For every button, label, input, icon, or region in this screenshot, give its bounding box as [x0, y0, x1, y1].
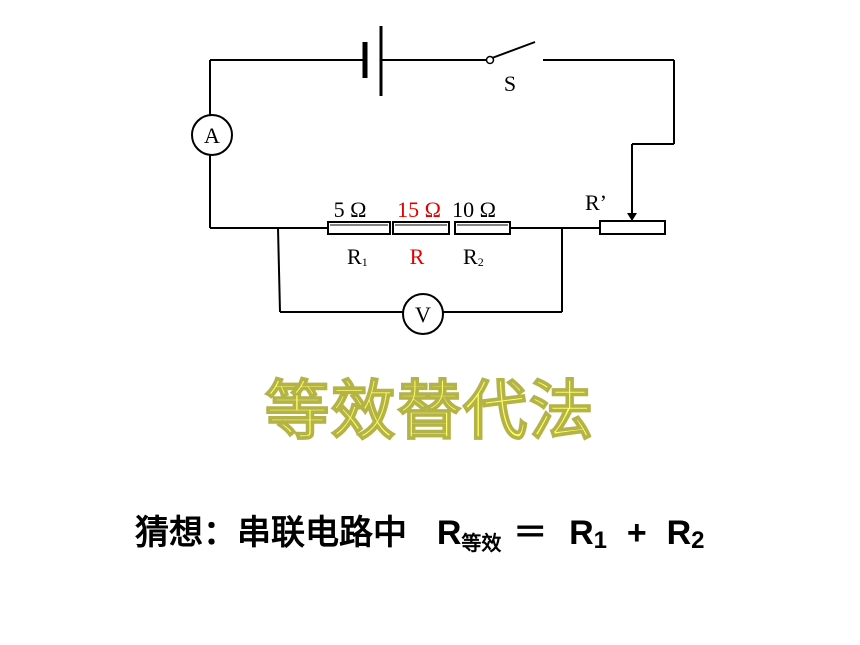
formula-r1-main: R — [569, 514, 594, 552]
formula-r2-sub: 2 — [691, 527, 705, 554]
switch-pivot — [485, 55, 495, 65]
resistor-r-box — [392, 221, 450, 235]
formula-plus: + — [626, 514, 647, 552]
formula-lhs-sub: 等效 — [461, 531, 502, 555]
resistor-r-name-main: R — [410, 244, 425, 269]
switch-label: S — [504, 71, 516, 96]
resistor-r1-name-sub: 1 — [362, 255, 368, 269]
switch-blade — [491, 41, 536, 59]
resistor-r2-box — [454, 221, 511, 235]
resistor-r2-value: 10 Ω — [452, 197, 496, 222]
conjecture-prefix: 猜想：串联电路中 — [135, 513, 407, 553]
ammeter-label: A — [204, 123, 220, 148]
resistor-r1-name-main: R — [347, 244, 362, 269]
formula-r2-main: R — [666, 514, 692, 552]
formula-equals: ＝ — [513, 513, 548, 553]
resistor-r1-box — [327, 221, 391, 235]
conjecture-formula: 猜想：串联电路中 R等效 ＝ R1 + R2 — [135, 505, 704, 556]
resistor-r1-value: 5 Ω — [334, 197, 367, 222]
resistor-r2-name-sub: 2 — [478, 255, 484, 269]
voltmeter-wire-left-up — [277, 227, 281, 313]
resistor-r1-name: R1 — [347, 244, 368, 269]
resistor-r-value: 15 Ω — [397, 197, 441, 222]
formula-lhs-main: R — [436, 514, 462, 552]
rheostat-slider-arrow — [627, 213, 637, 221]
formula-r1-sub: 1 — [593, 527, 608, 554]
formula-lhs: R等效 — [436, 514, 502, 555]
method-title: 等效替代法 — [264, 374, 595, 450]
formula-r1: R1 — [569, 514, 608, 554]
voltmeter-label: V — [415, 302, 431, 327]
voltmeter-circle — [402, 293, 444, 335]
ammeter-circle — [191, 114, 233, 156]
rheostat-label: R’ — [585, 190, 607, 215]
resistor-r2-name: R2 — [463, 244, 484, 269]
circuit-diagram: S A V R’ 5 Ω 15 Ω 10 Ω R1 R R2 — [191, 26, 675, 335]
resistor-r-name: R — [410, 244, 425, 269]
rheostat-box — [599, 220, 666, 235]
resistor-r2-name-main: R — [463, 244, 478, 269]
formula-r2: R2 — [666, 514, 705, 554]
